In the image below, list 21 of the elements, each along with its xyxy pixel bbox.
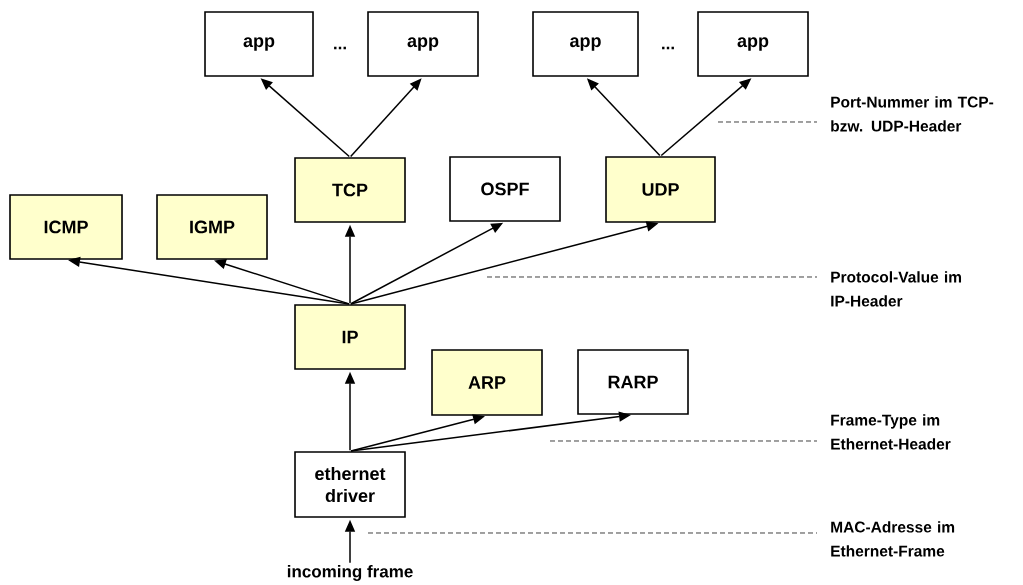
protocol-box: OSPF [449, 156, 561, 222]
annotation-note: MAC-Adresse im Ethernet-Frame [831, 521, 955, 557]
protocol-box: ARP [431, 349, 543, 416]
protocol-box: ICMP [9, 194, 123, 260]
protocol-box: app [204, 11, 314, 77]
protocol-box: RARP [577, 349, 689, 415]
protocol-box: IGMP [156, 194, 268, 260]
ellipsis: ... [662, 46, 674, 50]
protocol-box: app [367, 11, 479, 77]
protocol-box: app [697, 11, 809, 77]
input-label: incoming frame [287, 565, 413, 581]
annotation-note: Port-Nummer im TCP- bzw. UDP-Header [831, 96, 994, 132]
ellipsis: ... [334, 46, 346, 50]
protocol-box: IP [294, 304, 406, 370]
arrow [349, 78, 422, 158]
protocol-box: UDP [605, 156, 716, 223]
protocol-box: TCP [294, 157, 406, 223]
annotation-note: Frame-Type im Ethernet-Header [831, 414, 951, 450]
annotation-note: Protocol-Value im IP-Header [831, 271, 961, 307]
protocol-box: app [532, 11, 639, 77]
protocol-box: ethernet driver [294, 451, 406, 518]
